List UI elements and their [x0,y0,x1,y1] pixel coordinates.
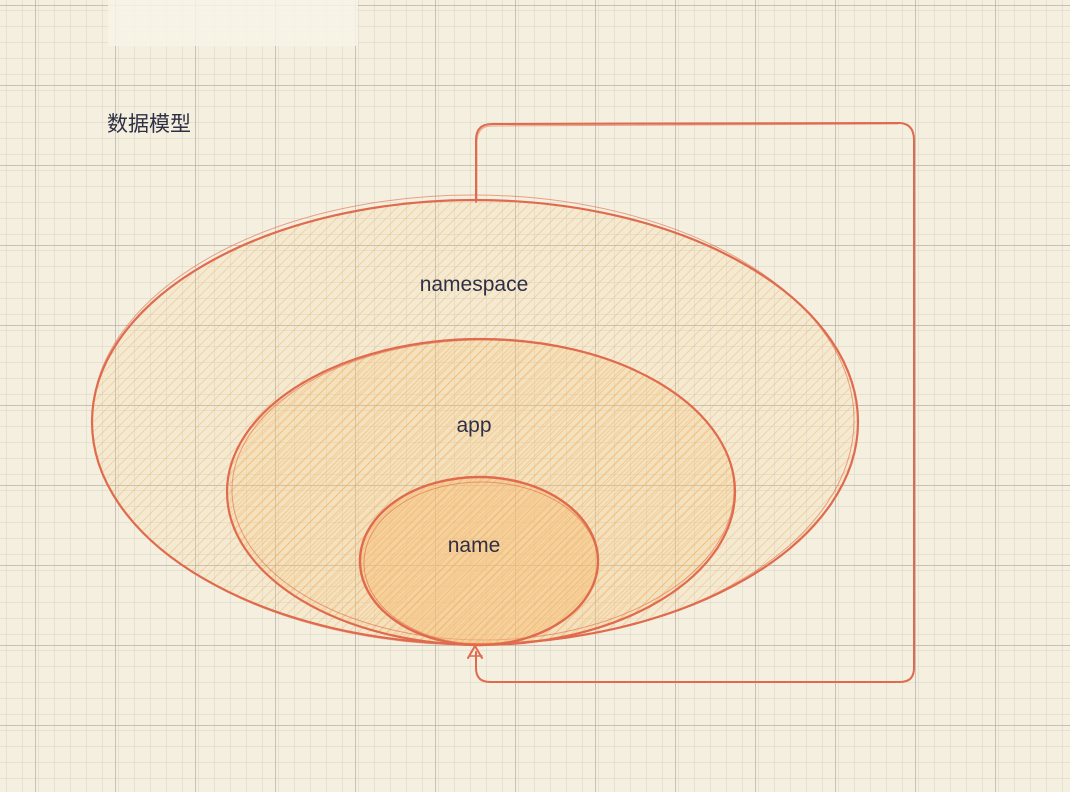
app-label: app [456,414,491,437]
top-bar-remnant [108,0,358,46]
name-node: name [358,475,600,647]
name-label: name [448,534,501,557]
name-shape [358,475,600,647]
namespace-label: namespace [420,273,529,296]
loop-connector [475,122,915,683]
diagram-title: 数据模型 [107,112,191,136]
name-sketch-stroke [363,481,599,645]
arrowhead-up-icon [467,645,483,659]
